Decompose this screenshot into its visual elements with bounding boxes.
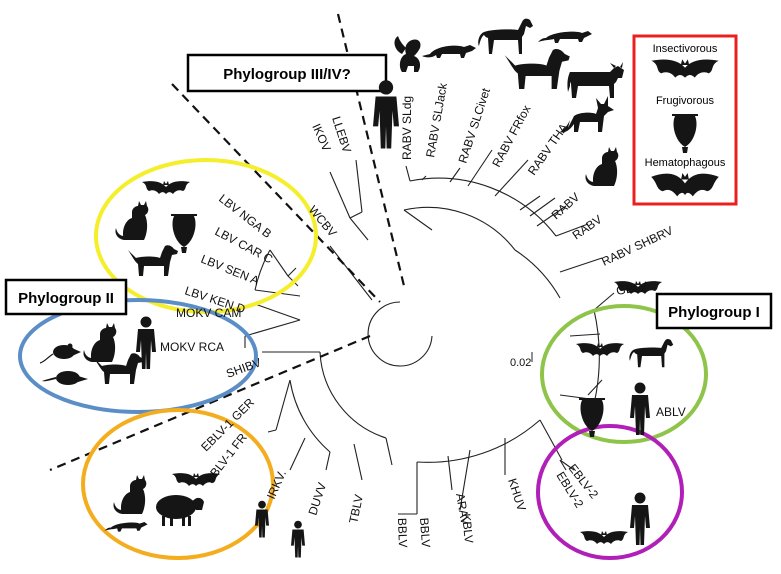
taxon-rabv-sldg: RABV SLdg xyxy=(400,96,414,160)
inner-arc-phylogroup1-bottom xyxy=(416,419,541,463)
taxon-labels: RABV SLdg RABV SLJack RABV SLCivet RABV … xyxy=(160,81,686,548)
mongoose-icon xyxy=(422,45,476,58)
taxon-ablv: ABLV xyxy=(656,405,686,419)
bat-icon xyxy=(576,343,624,356)
dog-icon xyxy=(128,245,178,276)
hanging-bat-icon xyxy=(171,214,197,253)
feeding-legend: Insectivorous Frugivorous Hematophagous xyxy=(632,34,738,206)
shrew-icon xyxy=(42,371,88,385)
inner-arc-rabv-outer xyxy=(409,177,557,237)
cat-icon xyxy=(113,475,147,514)
human-icon xyxy=(291,520,305,558)
taxon-gblv: GBLV xyxy=(615,279,648,298)
phylogroup-3-4-label: Phylogroup III/IV? xyxy=(223,66,351,83)
sheep-icon xyxy=(156,495,204,526)
taxon-llebv: LLEBV xyxy=(329,115,354,155)
ablv-ellipse xyxy=(540,304,708,444)
phylogroup-2-label: Phylogroup II xyxy=(18,290,114,307)
taxon-duvv: DUVV xyxy=(306,481,330,517)
horse-icon xyxy=(629,338,674,368)
cat-icon xyxy=(115,201,149,240)
root-arc xyxy=(367,301,433,367)
inner-arc-lower-left xyxy=(319,351,387,439)
cat-icon xyxy=(585,147,619,186)
phylogroup-2-box xyxy=(4,278,128,316)
eblv2-ellipse xyxy=(536,424,684,560)
rodent-icon xyxy=(39,342,82,364)
mongoose-icon xyxy=(104,522,148,532)
taxon-khuv: KHUV xyxy=(505,477,529,513)
legend-insectivorous: Insectivorous xyxy=(653,43,718,55)
eblv1-ellipse xyxy=(81,408,275,560)
bat-icon xyxy=(580,531,628,544)
taxon-ikov: IKOV xyxy=(309,122,333,154)
mokv-ellipse xyxy=(18,298,258,414)
taxon-rabv-1: RABV xyxy=(549,190,583,222)
inner-arc-lbv xyxy=(254,249,271,291)
taxon-wcbv: WCBV xyxy=(306,203,340,240)
scale-bar: 0.02 xyxy=(510,352,533,369)
taxon-rabv-shbrv: RABV SHBRV xyxy=(599,223,675,268)
taxon-rabv-tha: RABV THA xyxy=(525,121,571,178)
bat-icon xyxy=(142,181,190,194)
human-icon xyxy=(630,492,650,545)
divider-lower-left xyxy=(49,334,371,472)
inner-arc-rabv xyxy=(403,206,516,251)
phylogeny-tree xyxy=(244,149,615,515)
legend-hematophagous: Hematophagous xyxy=(645,157,726,169)
taxon-rabv-2: RABV xyxy=(570,212,605,242)
inner-arc-eblv1 xyxy=(289,379,331,453)
divider-upper-left xyxy=(171,83,381,303)
taxon-irkv: IRKV. xyxy=(264,468,289,501)
civet-icon xyxy=(538,31,592,43)
cow-icon xyxy=(567,62,624,98)
taxon-tblv: TBLV xyxy=(346,493,366,524)
taxon-mokv-rca: MOKV RCA xyxy=(160,340,224,354)
phylogroup-1-box xyxy=(655,292,773,330)
skunk-icon xyxy=(394,36,421,72)
horse-icon xyxy=(478,18,533,54)
taxon-rabv-frfox: RABV FRfox xyxy=(489,103,533,170)
legend-frugivorous: Frugivorous xyxy=(656,95,715,107)
scale-bar-label: 0.02 xyxy=(510,357,531,369)
dog-icon xyxy=(504,48,570,89)
taxon-rabv-slcivet: RABV SLCivet xyxy=(456,86,494,165)
taxon-mokv-cam: MOKV CAM xyxy=(176,306,241,320)
taxon-arav: ARAV xyxy=(453,492,472,526)
taxon-bblv-b: BBLV xyxy=(395,518,410,548)
taxon-kblv: KBLV xyxy=(459,513,476,544)
taxon-shibv: SHIBV xyxy=(224,355,263,380)
taxon-bblv-a: BBLV xyxy=(417,517,433,548)
taxon-rabv-sljack: RABV SLJack xyxy=(423,81,450,159)
cat-icon xyxy=(83,323,117,362)
human-icon xyxy=(630,382,650,435)
inner-arc-rabv-2 xyxy=(514,249,561,299)
phylogroup-1-label: Phylogroup I xyxy=(668,304,760,321)
phylogroup-3-4-box xyxy=(186,53,388,93)
